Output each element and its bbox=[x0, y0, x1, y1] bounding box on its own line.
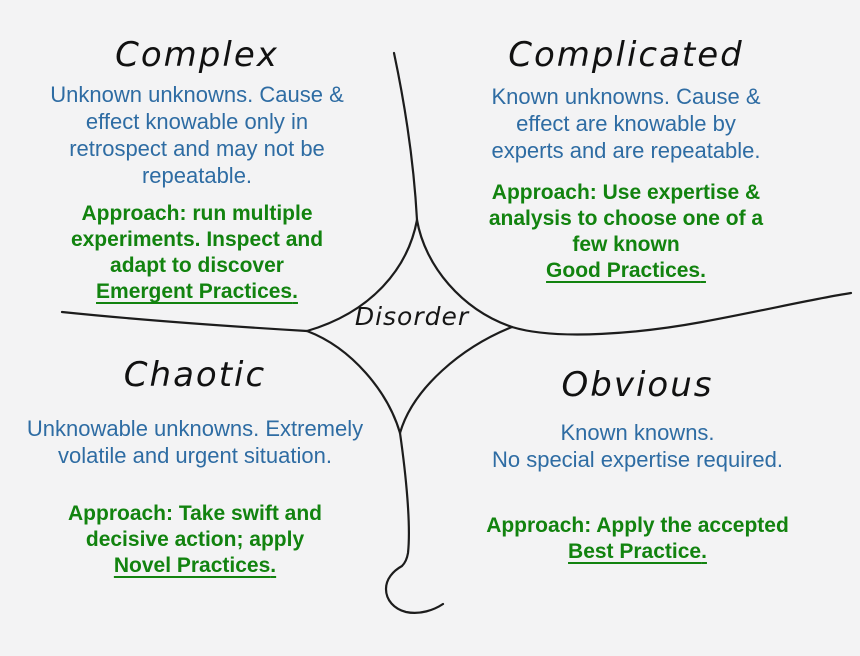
quadrant-complicated: Complicated Known unknowns. Cause & effe… bbox=[450, 35, 802, 284]
quadrant-obvious-approach-practice: Best Practice. bbox=[455, 539, 820, 565]
quadrant-obvious-approach: Approach: Apply the accepted bbox=[486, 514, 789, 538]
good-practices-label: Good Practices bbox=[546, 259, 701, 283]
novel-practices-period: . bbox=[270, 554, 277, 578]
quadrant-complicated-approach: Approach: Use expertise & analysis to ch… bbox=[488, 181, 764, 257]
left-arm-line bbox=[60, 310, 309, 333]
good-practices-period: . bbox=[700, 259, 706, 283]
quadrant-complex: Complex Unknown unknowns. Cause & effect… bbox=[24, 35, 370, 305]
quadrant-obvious-title: Obvious bbox=[561, 365, 714, 405]
disorder-label: Disorder bbox=[354, 302, 470, 331]
quadrant-complex-title: Complex bbox=[115, 35, 279, 75]
quadrant-chaotic: Chaotic Unknowable unknowns. Extremely v… bbox=[12, 355, 378, 579]
quadrant-chaotic-approach: Approach: Take swift and decisive action… bbox=[68, 502, 322, 552]
bottom-arm-line bbox=[384, 431, 445, 614]
quadrant-chaotic-description: Unknowable unknowns. Extremely volatile … bbox=[26, 416, 364, 469]
quadrant-complicated-approach-practice: Good Practices. bbox=[450, 258, 802, 284]
quadrant-obvious: Obvious Known knowns. No special experti… bbox=[455, 365, 820, 565]
upper-right-boundary bbox=[415, 218, 514, 329]
emergent-practices-period: . bbox=[292, 280, 298, 304]
quadrant-complex-approach-practice: Emergent Practices. bbox=[24, 279, 370, 305]
best-practice-label: Best Practice bbox=[568, 540, 702, 564]
upper-left-boundary bbox=[305, 218, 419, 333]
quadrant-complicated-description: Known unknowns. Cause & effect are knowa… bbox=[491, 84, 761, 164]
quadrant-chaotic-title: Chaotic bbox=[123, 355, 267, 395]
quadrant-complex-approach: Approach: run multiple experiments. Insp… bbox=[70, 202, 324, 278]
best-practice-period: . bbox=[701, 540, 707, 564]
quadrant-complex-description: Unknown unknowns. Cause & effect knowabl… bbox=[50, 82, 344, 189]
quadrant-complicated-title: Complicated bbox=[508, 35, 744, 75]
lower-left-boundary bbox=[305, 329, 402, 435]
top-arm-line bbox=[392, 51, 419, 222]
novel-practices-label: Novel Practices bbox=[113, 554, 271, 578]
quadrant-chaotic-approach-practice: Novel Practices. bbox=[12, 553, 378, 579]
quadrant-obvious-description: Known knowns. No special expertise requi… bbox=[491, 420, 784, 473]
lower-right-boundary bbox=[398, 325, 514, 435]
right-arm-line bbox=[510, 291, 853, 336]
emergent-practices-label: Emergent Practices bbox=[96, 280, 293, 304]
